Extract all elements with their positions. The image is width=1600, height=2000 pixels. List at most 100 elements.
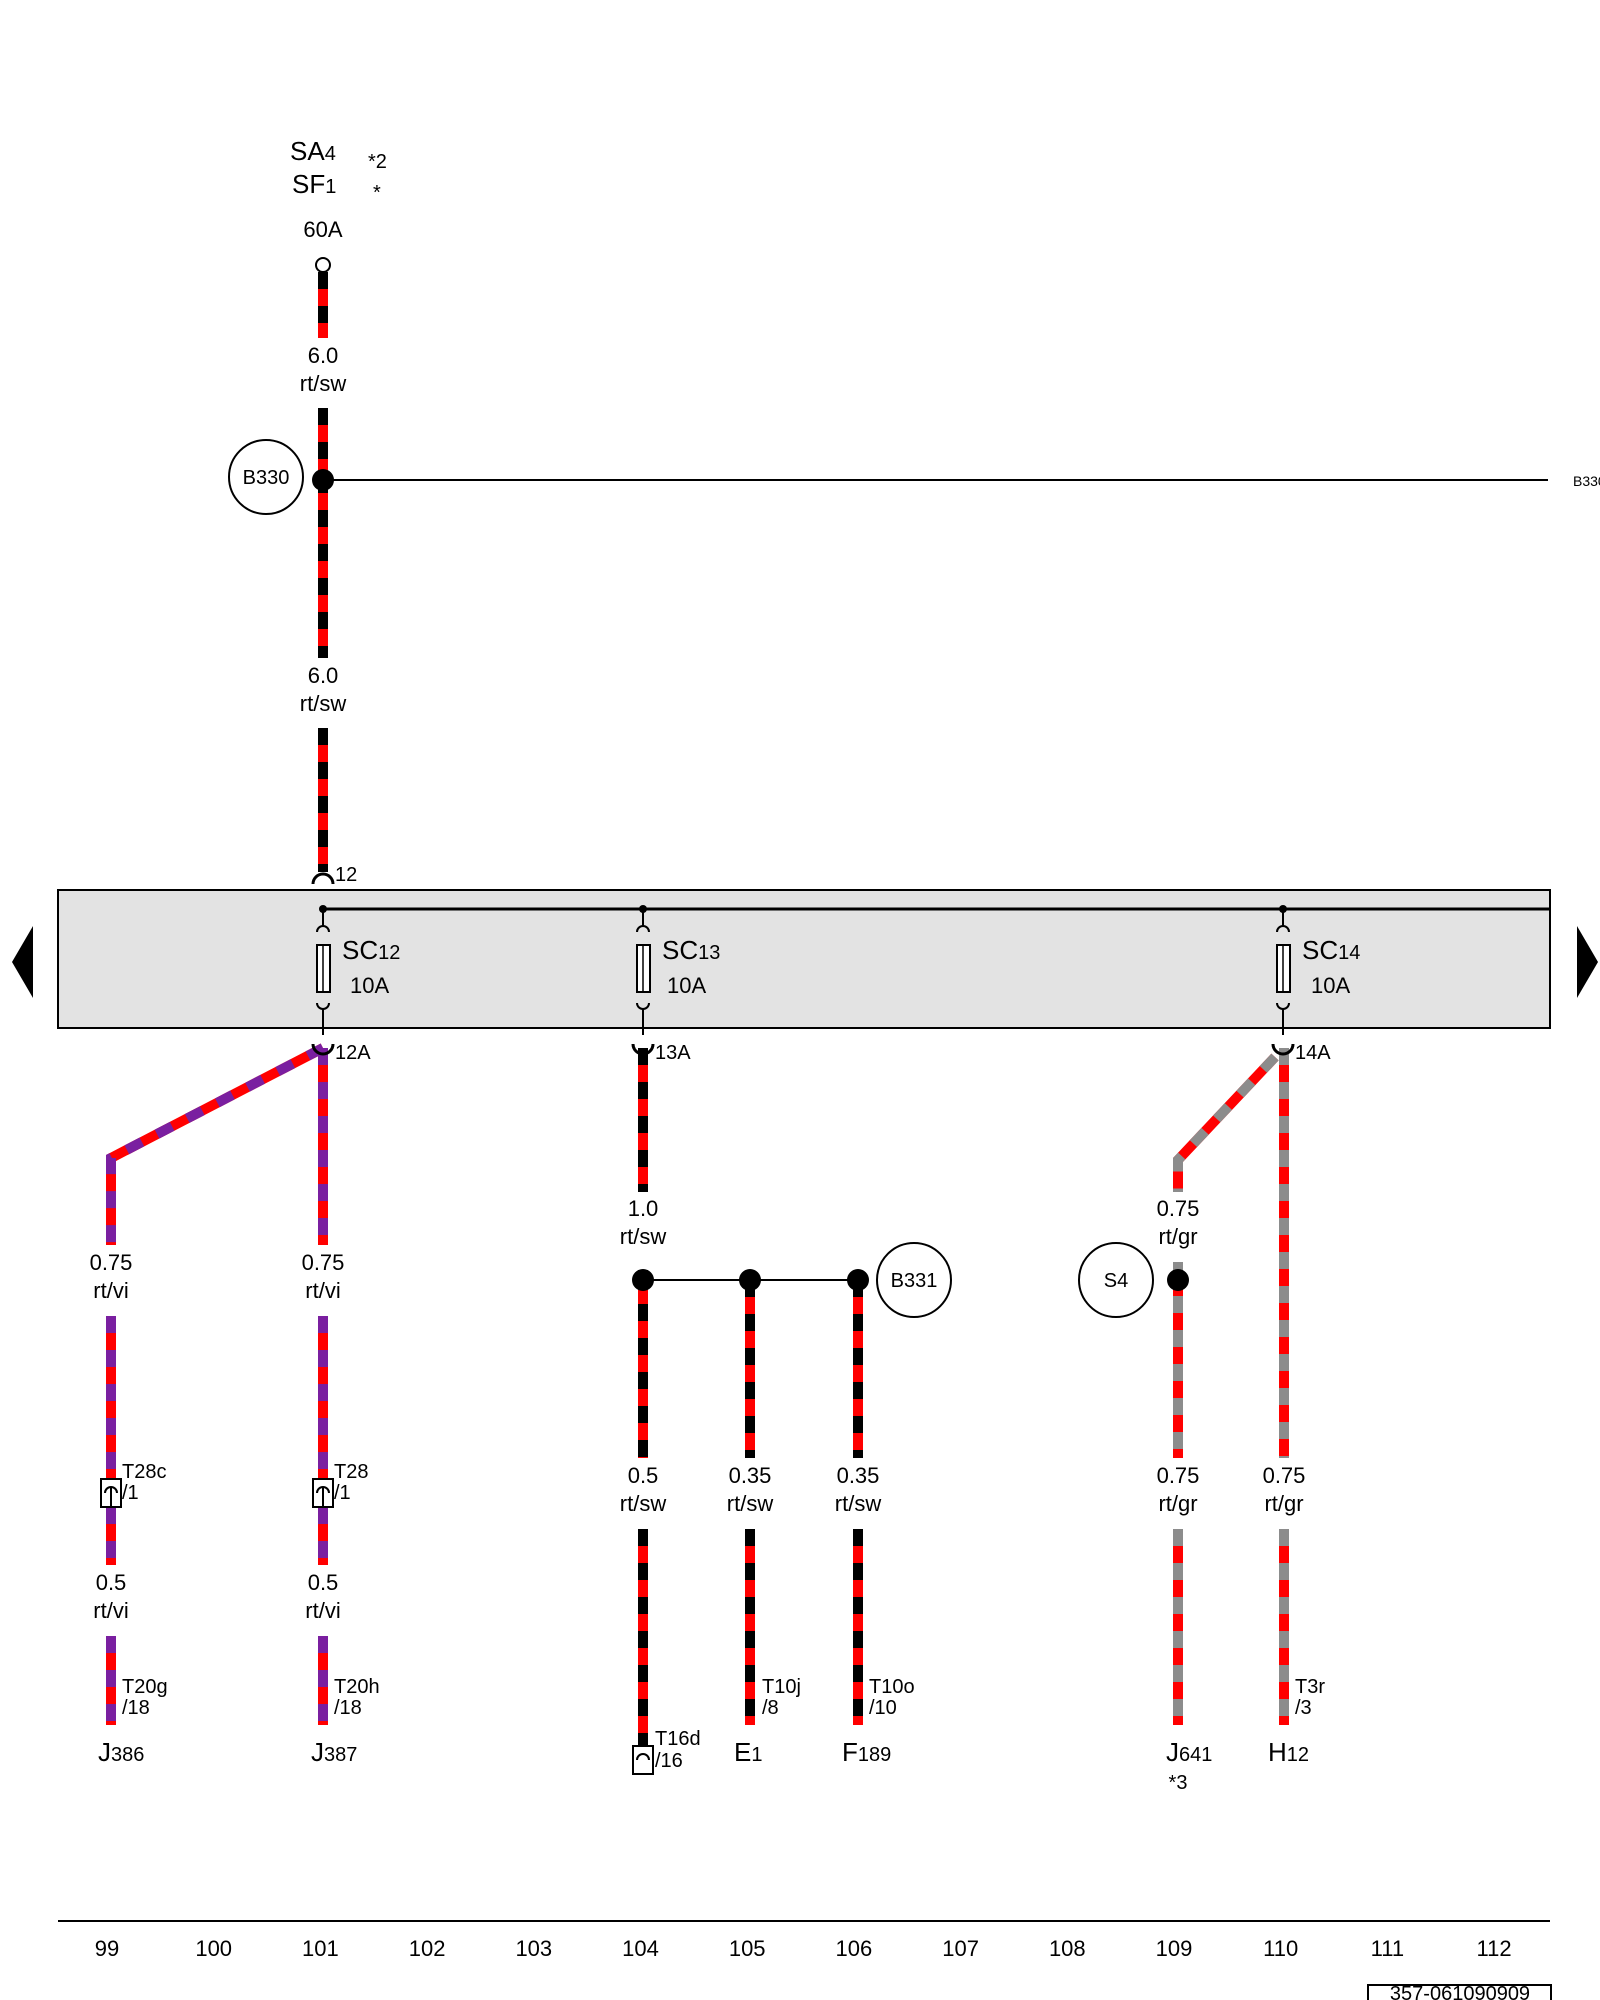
wire-rt-gr xyxy=(1173,1053,1279,1192)
top-wire-color-upper: rt/sw xyxy=(300,371,347,396)
wire-color-label: rt/sw xyxy=(620,1491,667,1516)
splice-b331-circle xyxy=(876,1242,952,1318)
connector-t16d-pin: /16 xyxy=(655,1750,683,1772)
footer-code-box xyxy=(1367,1984,1552,2000)
sc12-output-pin: 12A xyxy=(335,1042,371,1064)
nav-left-arrow-icon[interactable] xyxy=(12,926,33,998)
sc13-output-connector xyxy=(631,1043,655,1056)
wire-color-label: rt/vi xyxy=(305,1598,340,1623)
connector-t28c-icon xyxy=(100,1478,122,1508)
grid-number: 106 xyxy=(836,1936,873,1961)
sc14-output-connector xyxy=(1271,1043,1295,1056)
connector-t20g-name: T20g xyxy=(122,1676,168,1698)
splice-s4-dot xyxy=(1167,1269,1189,1291)
nav-right-arrow-icon[interactable] xyxy=(1577,926,1598,998)
connector-t10o-pin: /10 xyxy=(869,1697,897,1719)
wire-color-label: rt/sw xyxy=(727,1491,774,1516)
grid-number: 103 xyxy=(515,1936,552,1961)
grid-number: 109 xyxy=(1156,1936,1193,1961)
wire-color-label: rt/sw xyxy=(620,1224,667,1249)
source-terminal xyxy=(315,257,331,273)
connector-t28c-name: T28c xyxy=(122,1461,166,1483)
splice-b331-dot-3 xyxy=(847,1269,869,1291)
wire-rt-vi xyxy=(106,1043,326,1245)
component-j387: J387 xyxy=(311,1737,357,1767)
splice-b330-right-ref: B330 xyxy=(1573,473,1600,489)
component-e1: E1 xyxy=(734,1737,762,1767)
splice-b330-dot xyxy=(312,469,334,491)
sc12-output-connector xyxy=(311,1043,335,1056)
component-f189: F189 xyxy=(842,1737,891,1767)
connector-t16d-icon xyxy=(632,1745,654,1775)
component-j641-note: *3 xyxy=(1169,1772,1188,1794)
footer-code: 357-061090909 xyxy=(1390,1983,1530,2000)
panel-input-pin: 12 xyxy=(335,864,357,886)
component-j386: J386 xyxy=(98,1737,144,1767)
connector-t28-pin: /1 xyxy=(334,1482,351,1504)
wire-size-label: 0.5 xyxy=(628,1463,659,1488)
sc13-output-pin: 13A xyxy=(655,1042,691,1064)
connector-t28-icon xyxy=(312,1478,334,1508)
splice-s4-label: S4 xyxy=(1104,1270,1128,1292)
wire-size-label: 0.35 xyxy=(729,1463,772,1488)
splice-b331-dot-2 xyxy=(739,1269,761,1291)
wire-size-label: 0.75 xyxy=(1157,1196,1200,1221)
grid-number: 110 xyxy=(1263,1936,1298,1961)
wire-color-label: rt/vi xyxy=(93,1598,128,1623)
wire-color-label: rt/vi xyxy=(93,1278,128,1303)
splice-s4-circle xyxy=(1078,1242,1154,1318)
wire-size-label: 0.75 xyxy=(90,1250,133,1275)
connector-t10j-pin: /8 xyxy=(762,1697,779,1719)
grid-number: 111 xyxy=(1371,1936,1404,1961)
connector-t3r-name: T3r xyxy=(1295,1676,1325,1698)
source-label-sf: SF1 xyxy=(292,169,336,199)
component-j641: J641 xyxy=(1166,1737,1212,1767)
fuse-sc12-name: SC12 xyxy=(342,935,400,965)
fuse-sc14-name: SC14 xyxy=(1302,935,1360,965)
connector-t3r-pin: /3 xyxy=(1295,1697,1312,1719)
fuse-sc14: SC14 10A xyxy=(1276,905,1360,1035)
wire-size-label: 0.35 xyxy=(837,1463,880,1488)
connector-t10j-name: T10j xyxy=(762,1676,801,1698)
grid-number: 108 xyxy=(1049,1936,1086,1961)
wire-size-label: 0.75 xyxy=(302,1250,345,1275)
grid-number: 102 xyxy=(409,1936,446,1961)
wire-color-label: rt/vi xyxy=(305,1278,340,1303)
source-label-sa: SA4 xyxy=(290,136,336,166)
connector-t20h-pin: /18 xyxy=(334,1697,362,1719)
wire-color-label: rt/sw xyxy=(835,1491,882,1516)
source-note-1: *2 xyxy=(368,151,387,173)
grid-number: 101 xyxy=(302,1936,339,1961)
top-wire-size-upper: 6.0 xyxy=(308,343,339,368)
grid-number: 112 xyxy=(1477,1936,1512,1961)
splice-b330-label: B330 xyxy=(243,467,290,489)
wire-color-label: rt/gr xyxy=(1158,1224,1197,1249)
grid-number: 104 xyxy=(622,1936,659,1961)
fuse-sc13: SC13 10A xyxy=(636,905,720,1035)
grid-number: 107 xyxy=(942,1936,979,1961)
splice-b331-dot-1 xyxy=(632,1269,654,1291)
panel-input-connector xyxy=(311,872,335,885)
source-note-2: * xyxy=(373,182,381,204)
wires xyxy=(106,272,1289,1746)
fuse-sc12: SC12 10A xyxy=(316,905,400,1035)
top-wire-size-lower: 6.0 xyxy=(308,663,339,688)
source-rating: 60A xyxy=(303,217,342,242)
grid-number: 105 xyxy=(729,1936,766,1961)
sc14-output-pin: 14A xyxy=(1295,1042,1331,1064)
fuse-sc13-name: SC13 xyxy=(662,935,720,965)
wire-color-label: rt/gr xyxy=(1264,1491,1303,1516)
connector-t10o-name: T10o xyxy=(869,1676,915,1698)
wire-size-label: 0.75 xyxy=(1157,1463,1200,1488)
grid-numbers: 99 100 101 102 103 104 105 106 107 108 109 110 111 11… xyxy=(95,1936,1512,1961)
wire-size-label: 0.5 xyxy=(308,1570,339,1595)
splice-b331-label: B331 xyxy=(891,1270,938,1292)
connector-t20g-pin: /18 xyxy=(122,1697,150,1719)
wire-size-label: 0.5 xyxy=(96,1570,127,1595)
grid-number: 99 xyxy=(95,1936,119,1961)
wire-size-label: 1.0 xyxy=(628,1196,659,1221)
fuse-sc12-rating: 10A xyxy=(350,973,389,998)
grid-number: 100 xyxy=(195,1936,232,1961)
fuse-sc13-rating: 10A xyxy=(667,973,706,998)
